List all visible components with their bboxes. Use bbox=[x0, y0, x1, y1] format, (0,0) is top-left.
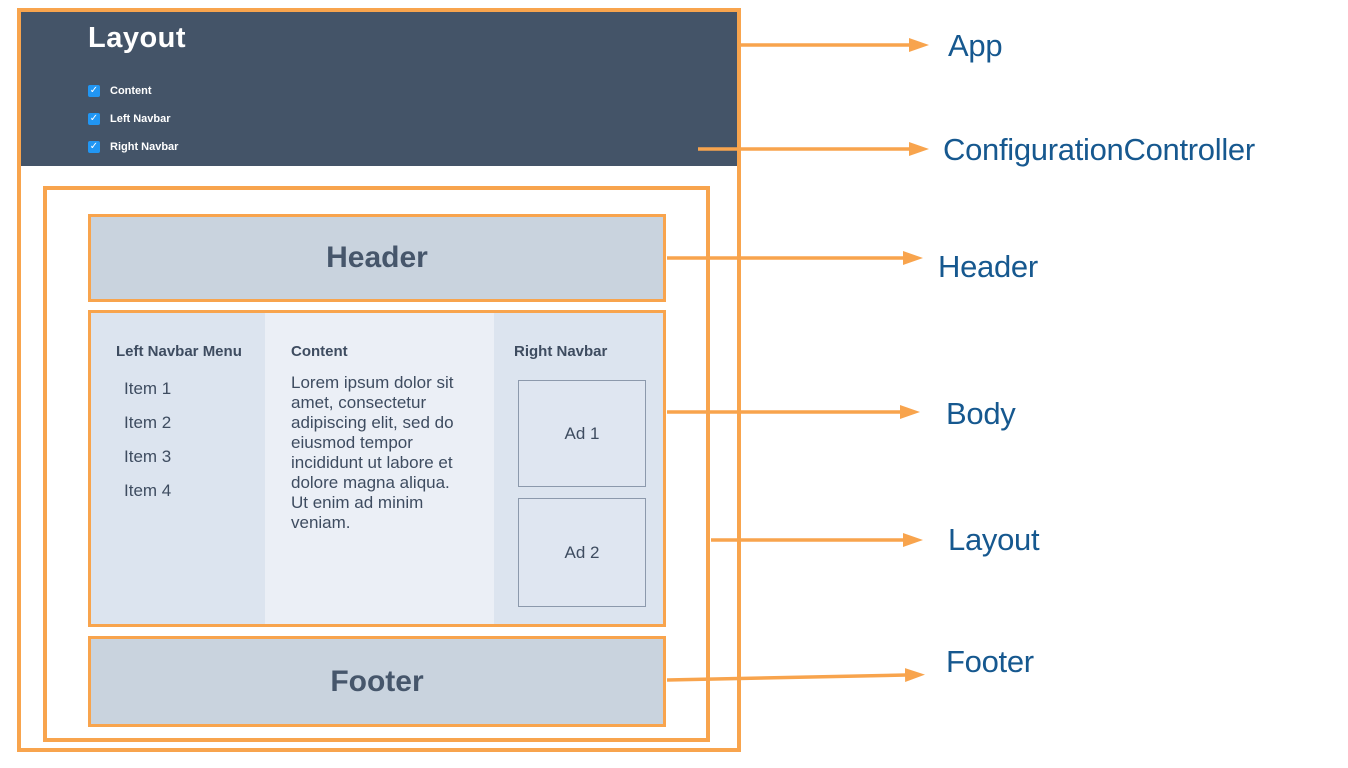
checkbox-row-right-navbar[interactable]: ✓ Right Navbar bbox=[88, 140, 178, 154]
checkbox-row-content[interactable]: ✓ Content bbox=[88, 84, 152, 98]
left-navbar-heading: Left Navbar Menu bbox=[116, 343, 242, 360]
checked-checkbox-icon[interactable]: ✓ bbox=[88, 141, 100, 153]
annotation-label-layout: Layout bbox=[948, 522, 1040, 557]
annotation-label-footer: Footer bbox=[946, 644, 1034, 679]
configuration-controller-panel: Layout ✓ Content ✓ Left Navbar ✓ Right N… bbox=[21, 12, 737, 166]
checkbox-label-right-navbar: Right Navbar bbox=[110, 141, 179, 153]
nav-item-4[interactable]: Item 4 bbox=[124, 481, 172, 500]
checked-checkbox-icon[interactable]: ✓ bbox=[88, 113, 100, 125]
config-panel-title: Layout bbox=[88, 22, 187, 54]
annotation-label-app: App bbox=[948, 28, 1003, 63]
checkbox-row-left-navbar[interactable]: ✓ Left Navbar bbox=[88, 112, 171, 126]
content-paragraph: Lorem ipsum dolor sit amet, consectetur … bbox=[291, 373, 454, 532]
ad-1-box[interactable]: Ad 1 bbox=[518, 380, 646, 487]
annotation-label-body: Body bbox=[946, 396, 1016, 431]
right-navbar-column: Right Navbar Ad 1 Ad 2 bbox=[494, 313, 663, 624]
annotation-label-header: Header bbox=[938, 249, 1038, 284]
footer-box: Footer bbox=[88, 636, 666, 727]
header-box: Header bbox=[88, 214, 666, 302]
checked-checkbox-icon[interactable]: ✓ bbox=[88, 85, 100, 97]
right-navbar-heading: Right Navbar bbox=[514, 343, 608, 360]
footer-box-label: Footer bbox=[330, 664, 424, 698]
content-heading: Content bbox=[291, 343, 348, 360]
left-navbar-items: Item 1 Item 2 Item 3 Item 4 bbox=[116, 380, 265, 500]
nav-item-1[interactable]: Item 1 bbox=[124, 379, 172, 398]
header-box-label: Header bbox=[326, 241, 428, 274]
body-box: Left Navbar Menu Item 1 Item 2 Item 3 It… bbox=[88, 310, 666, 627]
checkbox-label-left-navbar: Left Navbar bbox=[110, 113, 171, 125]
ad-2-box[interactable]: Ad 2 bbox=[518, 498, 646, 607]
annotation-label-configuration-controller: ConfigurationController bbox=[943, 132, 1255, 167]
content-column: Content Lorem ipsum dolor sit amet, cons… bbox=[265, 313, 494, 624]
checkbox-label-content: Content bbox=[110, 85, 152, 97]
nav-item-3[interactable]: Item 3 bbox=[124, 447, 172, 466]
nav-item-2[interactable]: Item 2 bbox=[124, 413, 172, 432]
left-navbar-column: Left Navbar Menu Item 1 Item 2 Item 3 It… bbox=[91, 313, 265, 624]
